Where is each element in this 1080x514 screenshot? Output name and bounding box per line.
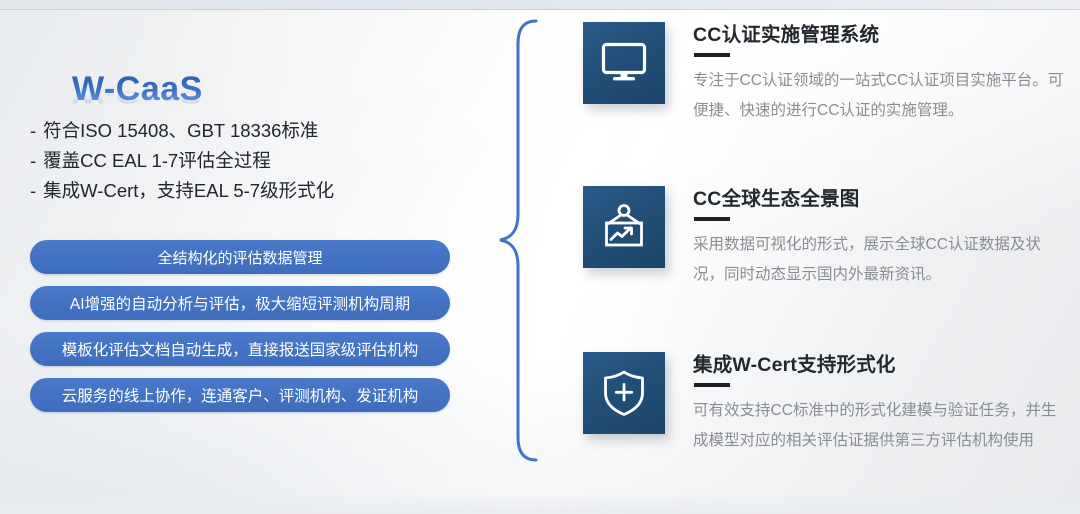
curly-brace-icon (499, 19, 538, 462)
top-band (0, 0, 1080, 10)
bullet-marker: - (30, 120, 37, 141)
capability-pill-list: 全结构化的评估数据管理 AI增强的自动分析与评估，极大缩短评测机构周期 模板化评… (30, 240, 450, 424)
feature-card-list: CC认证实施管理系统 专注于CC认证领域的一站式CC认证项目实施平台。可便捷、快… (570, 0, 1080, 514)
bullet-item: -覆盖CC EAL 1-7评估全过程 (30, 146, 480, 176)
feature-card-icon-tile (583, 22, 665, 104)
bullet-label: 符合ISO 15408、GBT 18336标准 (43, 120, 319, 141)
capability-pill[interactable]: 云服务的线上协作，连通客户、评测机构、发证机构 (30, 378, 450, 412)
left-panel: W-CaaS W-CaaS -符合ISO 15408、GBT 18336标准 -… (0, 0, 500, 514)
bullet-item: -符合ISO 15408、GBT 18336标准 (30, 116, 480, 146)
title-underline-rule (694, 217, 730, 222)
icon-tile-background (583, 22, 665, 104)
feature-card-title: CC认证实施管理系统 (693, 24, 880, 46)
feature-card-description: 可有效支持CC标准中的形式化建模与验证任务，并生成模型对应的相关评估证据供第三方… (693, 402, 1057, 450)
bullet-marker: - (30, 180, 37, 201)
brand-title: W-CaaS (72, 70, 203, 108)
feature-card-icon-tile (583, 186, 665, 268)
bullet-label: 覆盖CC EAL 1-7评估全过程 (43, 150, 271, 171)
bottom-band (0, 492, 1080, 514)
bullet-marker: - (30, 150, 37, 171)
bullet-item: -集成W-Cert，支持EAL 5-7级形式化 (30, 176, 480, 206)
icon-tile-background (583, 352, 665, 434)
feature-card-description: 专注于CC认证领域的一站式CC认证项目实施平台。可便捷、快速的进行CC认证的实施… (693, 72, 1064, 120)
feature-card-title: CC全球生态全景图 (693, 188, 860, 210)
icon-tile-background (583, 186, 665, 268)
capability-pill[interactable]: 全结构化的评估数据管理 (30, 240, 450, 274)
title-underline-rule (694, 53, 730, 58)
curly-brace-connector (496, 18, 556, 463)
shield-plus-icon (604, 370, 644, 416)
bullet-label: 集成W-Cert，支持EAL 5-7级形式化 (43, 180, 335, 201)
capability-pill[interactable]: 模板化评估文档自动生成，直接报送国家级评估机构 (30, 332, 450, 366)
feature-card[interactable]: CC认证实施管理系统 专注于CC认证领域的一站式CC认证项目实施平台。可便捷、快… (570, 22, 1080, 126)
feature-card-title: 集成W-Cert支持形式化 (693, 354, 896, 376)
feature-bullet-list: -符合ISO 15408、GBT 18336标准 -覆盖CC EAL 1-7评估… (30, 116, 480, 206)
feature-card-body: CC全球生态全景图 采用数据可视化的形式，展示全球CC认证数据及状况，同时动态显… (693, 186, 1080, 290)
feature-card-description: 采用数据可视化的形式，展示全球CC认证数据及状况，同时动态显示国内外最新资讯。 (693, 236, 1041, 284)
feature-card[interactable]: 集成W-Cert支持形式化 可有效支持CC标准中的形式化建模与验证任务，并生成模… (570, 352, 1080, 456)
monitor-icon (601, 42, 647, 81)
title-underline-rule (694, 383, 730, 388)
feature-card-icon-tile (583, 352, 665, 434)
feature-card-body: 集成W-Cert支持形式化 可有效支持CC标准中的形式化建模与验证任务，并生成模… (693, 352, 1080, 456)
feature-card[interactable]: CC全球生态全景图 采用数据可视化的形式，展示全球CC认证数据及状况，同时动态显… (570, 186, 1080, 290)
feature-card-body: CC认证实施管理系统 专注于CC认证领域的一站式CC认证项目实施平台。可便捷、快… (693, 22, 1080, 126)
capability-pill[interactable]: AI增强的自动分析与评估，极大缩短评测机构周期 (30, 286, 450, 320)
hanging-chart-sign-icon (605, 204, 643, 247)
